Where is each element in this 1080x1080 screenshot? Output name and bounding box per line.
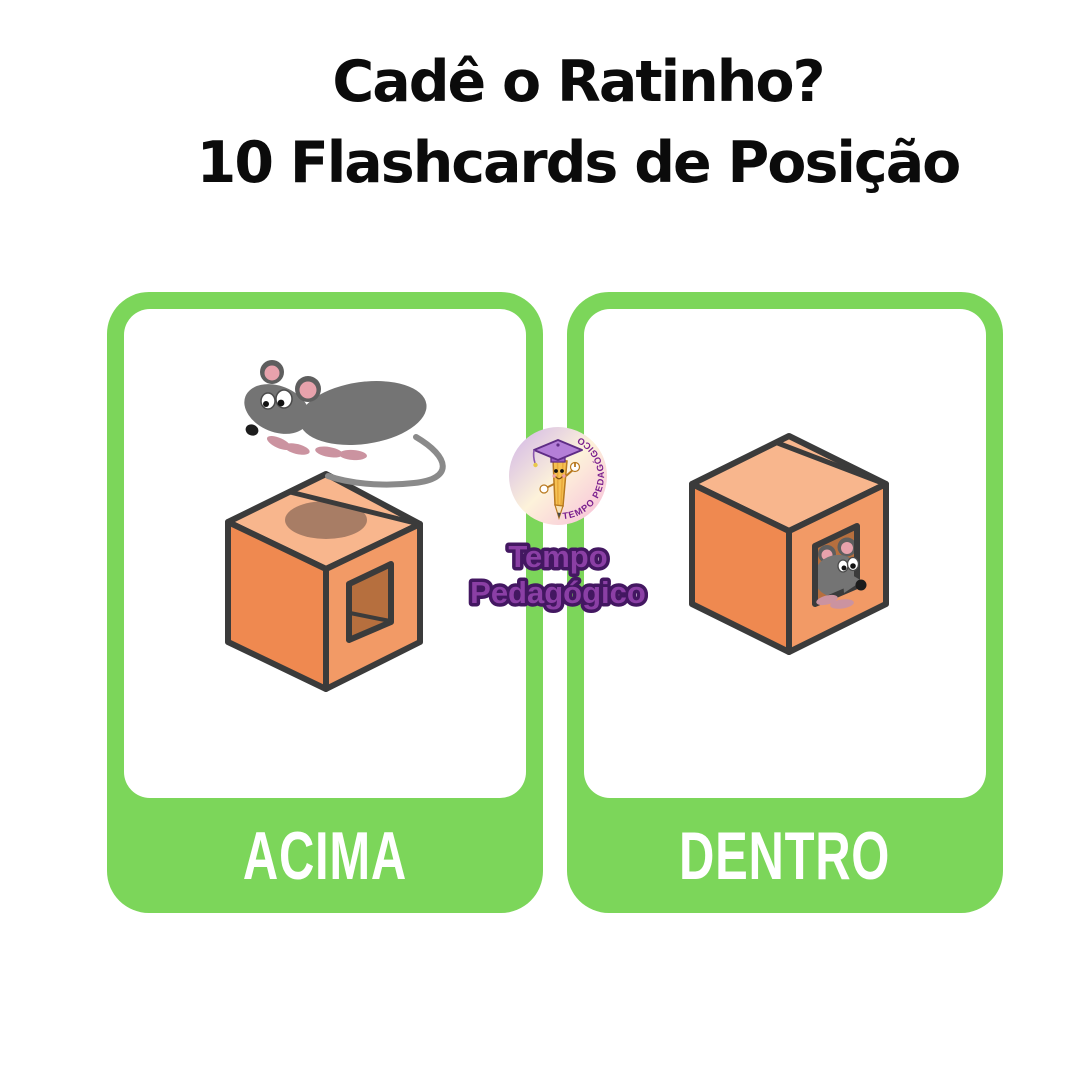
mouse-paws [816, 594, 854, 609]
brand-name-line-1: Tempo [508, 539, 607, 574]
brand-name: Tempo Pedagógico [468, 530, 648, 622]
label-text-acima: ACIMA [242, 817, 408, 894]
mouse-ears [260, 360, 321, 402]
flashcard-dentro-label: DENTRO [567, 798, 1003, 913]
flashcard-acima: ACIMA [107, 292, 543, 913]
flashcard-dentro-canvas [584, 309, 986, 798]
mouse-feet [266, 436, 367, 461]
page-title: Cadê o Ratinho? 10 Flashcards de Posição [76, 42, 1080, 204]
pencil-mascot-icon [532, 439, 583, 520]
mouse-nose [855, 579, 867, 591]
box-window [346, 561, 394, 643]
title-line-2: 10 Flashcards de Posição [196, 130, 962, 196]
flashcard-acima-label: ACIMA [107, 798, 543, 913]
mouse-tail [325, 434, 446, 488]
label-text-dentro: DENTRO [679, 817, 891, 894]
mouse-shadow [285, 501, 367, 539]
mouse-nose [245, 424, 259, 436]
mouse-snout [837, 556, 867, 593]
brand-logo: TEMPO PEDAGÓGICO [508, 426, 608, 526]
box-lid-seam [289, 489, 420, 527]
mouse-eyes [260, 389, 293, 410]
flashcard-dentro: DENTRO [567, 292, 1003, 913]
mouse-above [244, 360, 446, 488]
flashcard-acima-canvas [124, 309, 526, 798]
brand-name-line-2: Pedagógico [470, 575, 646, 610]
title-line-1: Cadê o Ratinho? [332, 49, 825, 115]
mouse-above-box-illustration [225, 360, 446, 692]
mouse-inside-box-illustration [689, 433, 889, 655]
mouse-head [244, 384, 310, 434]
box-lid-seam [774, 439, 886, 487]
